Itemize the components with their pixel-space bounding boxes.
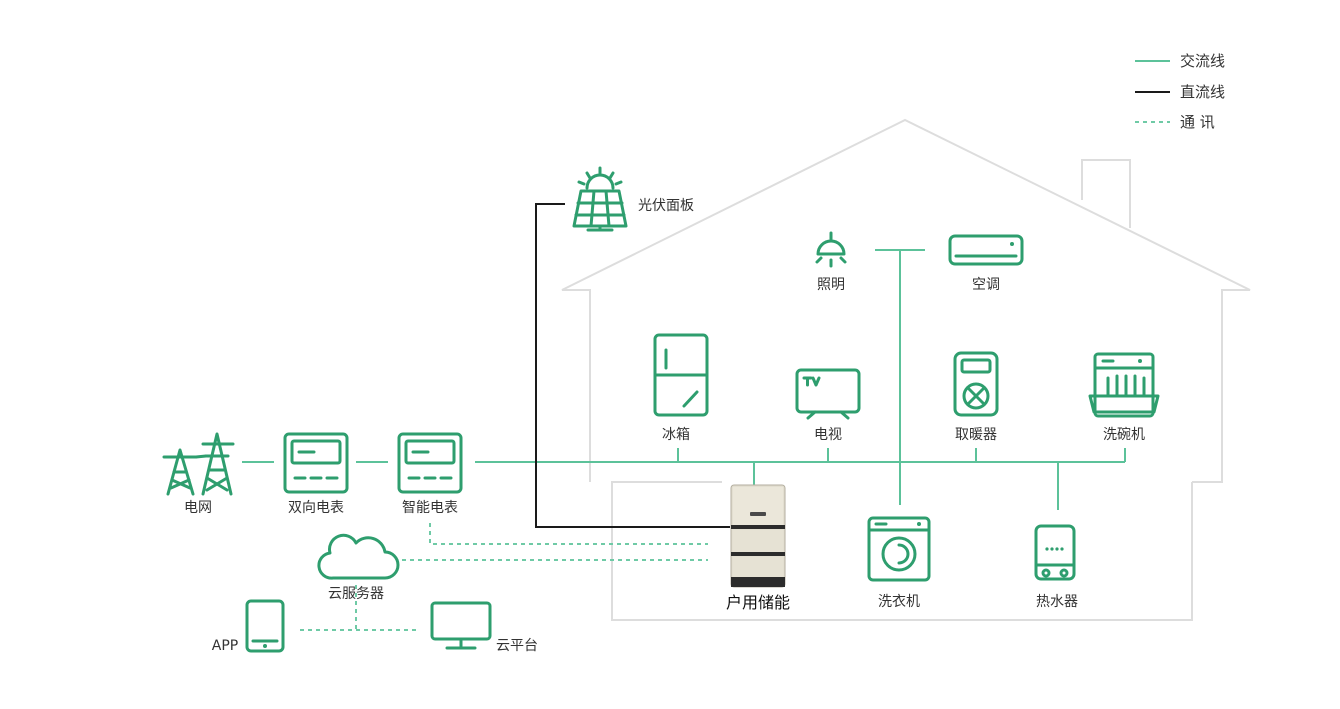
tv-label: 电视 [814, 427, 842, 443]
legend-comm-label: 通 讯 [1180, 113, 1215, 131]
battery-storage-icon [730, 484, 786, 588]
smart-meter-label: 智能电表 [402, 500, 458, 516]
meter-icon [283, 432, 349, 494]
monitor-icon [430, 601, 492, 650]
legend-dc-label: 直流线 [1180, 83, 1225, 101]
solar-label: 光伏面板 [638, 198, 694, 214]
smartphone-icon [245, 599, 285, 653]
cloud-icon [317, 533, 400, 580]
heater-label: 取暖器 [955, 427, 997, 443]
solar-panel-icon [572, 166, 628, 232]
house-outline [561, 118, 1251, 621]
dishwasher-label: 洗碗机 [1103, 427, 1145, 443]
storage-label: 户用储能 [726, 593, 790, 612]
refrigerator-icon [653, 333, 709, 417]
water-heater-label: 热水器 [1036, 594, 1078, 610]
bidirectional-meter-label: 双向电表 [288, 500, 344, 516]
tv-icon [795, 368, 861, 420]
dc-line-solar-storage [535, 203, 730, 528]
water-heater-icon [1034, 524, 1076, 581]
app-label: APP [212, 638, 238, 654]
grid-label: 电网 [184, 500, 212, 516]
legend: 交流线 直流线 通 讯 [1135, 52, 1225, 131]
ac-wiring [242, 249, 1126, 510]
legend-ac-label: 交流线 [1180, 52, 1225, 70]
washer-label: 洗衣机 [878, 594, 920, 610]
fridge-label: 冰箱 [662, 427, 690, 443]
air-conditioner-icon [948, 234, 1024, 266]
heater-icon [953, 351, 999, 417]
comm-wiring [300, 523, 708, 631]
lighting-label: 照明 [817, 277, 845, 293]
washing-machine-icon [867, 516, 931, 582]
dishwasher-icon [1088, 352, 1160, 418]
power-tower-icon [162, 432, 235, 496]
cloud-server-label: 云服务器 [328, 586, 384, 602]
ceiling-lamp-icon [815, 231, 847, 268]
aircon-label: 空调 [972, 277, 1000, 293]
meter-icon [397, 432, 463, 494]
cloud-platform-label: 云平台 [496, 638, 538, 654]
